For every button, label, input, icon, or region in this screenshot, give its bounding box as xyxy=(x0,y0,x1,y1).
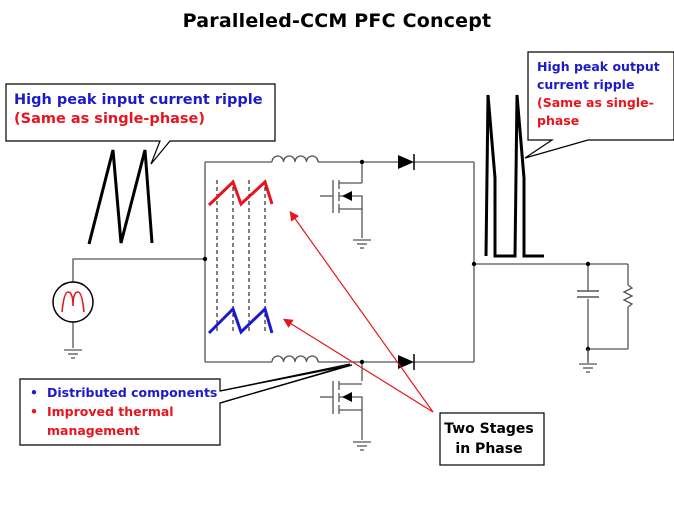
callout-phase-line1: Two Stages xyxy=(444,421,534,437)
callout-output-line3: (Same as single- xyxy=(537,95,654,111)
ground-icon-upper-mosfet xyxy=(353,239,371,249)
ground-icon-source xyxy=(64,349,82,359)
upper-inductor-icon xyxy=(271,155,319,163)
upper-mosfet-icon xyxy=(320,180,363,238)
ac-source-icon xyxy=(52,281,94,323)
callout-output-line2: current ripple xyxy=(537,77,635,93)
input-ripple-waveform xyxy=(87,149,154,245)
ground-icons xyxy=(64,239,597,451)
arrow-to-upper-waveform xyxy=(289,211,434,413)
callout-input-line1: High peak input current ripple xyxy=(14,92,263,108)
callout-input-ripple: High peak input current ripple (Same as … xyxy=(14,91,263,129)
callout-phase-box xyxy=(439,412,545,466)
output-capacitor-icon xyxy=(577,290,599,298)
lower-inductor-icon xyxy=(271,355,319,363)
lower-phase-current-waveform xyxy=(207,306,274,335)
upper-phase-current-waveform xyxy=(207,179,274,207)
benefit-item-thermal: • Improved thermal xyxy=(30,403,217,422)
ground-icon-lower-mosfet xyxy=(353,441,371,451)
callout-output-line4: phase xyxy=(537,113,580,129)
callout-two-stages-in-phase: Two Stages in Phase xyxy=(435,419,543,460)
callout-input-bubble xyxy=(5,83,276,165)
lower-mosfet-icon xyxy=(320,381,363,440)
ground-icon-output xyxy=(579,349,597,373)
load-resistor-icon xyxy=(622,284,634,308)
callout-output-ripple: High peak output current ripple (Same as… xyxy=(537,58,660,131)
bullet-icon: • xyxy=(30,385,38,400)
junction-dots xyxy=(202,159,591,365)
callout-benefits-bubble xyxy=(19,363,353,446)
output-ripple-waveform xyxy=(484,94,544,258)
benefit-item-thermal-continued: management xyxy=(47,422,140,438)
upper-diode-icon xyxy=(398,154,415,170)
callout-phase-line2: in Phase xyxy=(455,441,523,458)
page-title: Paralleled-CCM PFC Concept xyxy=(182,10,492,32)
callout-output-line1: High peak output xyxy=(537,59,660,74)
arrow-to-lower-waveform xyxy=(282,318,434,413)
callout-benefits: • Distributed components • Improved therma… xyxy=(30,384,217,440)
benefit-item-thermal-label: Improved thermal xyxy=(47,403,174,419)
callout-input-line2: (Same as single-phase) xyxy=(14,110,206,127)
lower-diode-icon xyxy=(398,354,415,370)
benefit-item-distributed-label: Distributed components xyxy=(47,385,218,400)
bullet-icon: • xyxy=(30,403,38,419)
benefit-item-distributed: • Distributed components xyxy=(30,384,217,403)
callout-output-bubble xyxy=(524,51,674,159)
wires xyxy=(72,161,629,381)
